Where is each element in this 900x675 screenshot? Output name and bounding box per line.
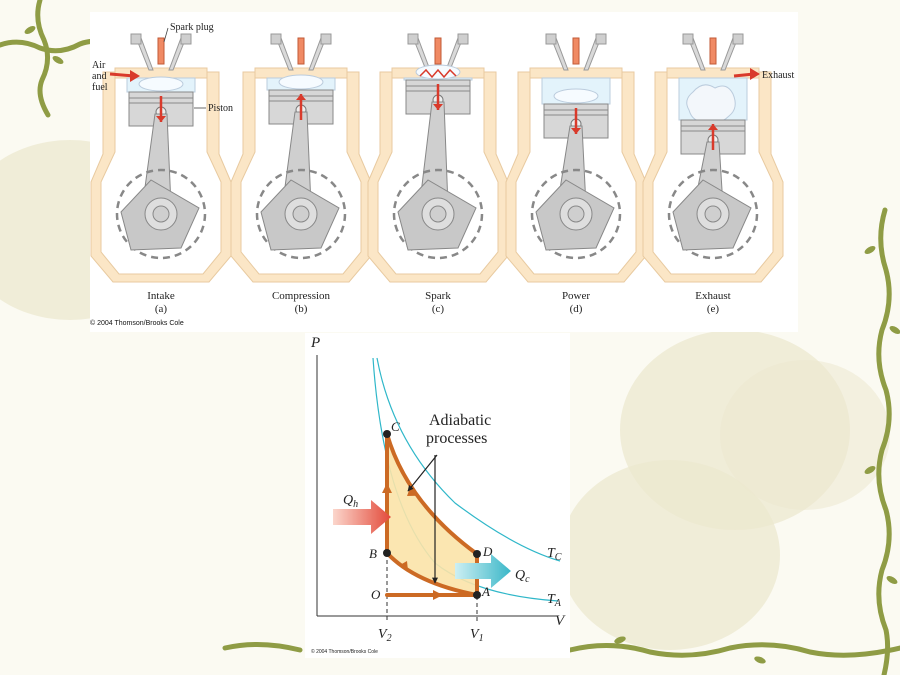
pv-copyright: © 2004 Thomson/Brooks Cole bbox=[311, 648, 378, 655]
adiabatic-label-line-1: Adiabatic bbox=[429, 412, 491, 429]
crankshaft-axle bbox=[152, 205, 170, 223]
annotation-arrow bbox=[407, 454, 438, 492]
valve-spring bbox=[180, 33, 192, 45]
engine-copyright: © 2004 Thomson/Brooks Cole bbox=[90, 320, 184, 327]
point-a-marker bbox=[473, 591, 481, 599]
heat-in-arrow bbox=[333, 500, 391, 534]
spark-plug bbox=[709, 37, 717, 65]
pv-diagram: P V C D B O A Adiabatic processes Qh Qc … bbox=[310, 335, 566, 655]
engine-stage-compression bbox=[230, 33, 372, 283]
air-fuel-label-line: Air bbox=[92, 60, 106, 71]
crankshaft-axle bbox=[567, 205, 585, 223]
air-fuel-label: Air and fuel bbox=[92, 60, 108, 93]
engine-stage-power bbox=[505, 33, 647, 283]
spark-plug-leader bbox=[163, 27, 169, 43]
qh-label: Qh bbox=[343, 493, 358, 510]
point-c-label: C bbox=[391, 419, 400, 434]
fuel-mixture bbox=[278, 74, 324, 90]
engine-stage-intake bbox=[90, 33, 232, 283]
fuel-mixture bbox=[138, 76, 184, 92]
crank-rotation-path bbox=[392, 168, 484, 260]
air-fuel-label-line: and bbox=[92, 71, 107, 82]
piston-motion-arrowhead bbox=[296, 94, 306, 100]
engine-illustrations bbox=[90, 27, 784, 283]
adiabatic-label-line-2: processes bbox=[426, 430, 487, 447]
v-axis-label: V bbox=[555, 613, 566, 629]
point-o-label: O bbox=[371, 587, 381, 602]
tc-label: TC bbox=[547, 546, 562, 563]
spark-plug bbox=[297, 37, 305, 65]
crank-rotation-path bbox=[530, 168, 622, 260]
fuel-mixture bbox=[415, 64, 461, 80]
piston-motion-arrowhead bbox=[433, 104, 443, 110]
valve-spring bbox=[545, 33, 557, 45]
engine-cycle-figure: Spark plug Air and fuel Piston Exhaust I… bbox=[90, 12, 798, 332]
cylinder-head bbox=[666, 67, 760, 79]
valve-spring bbox=[270, 33, 282, 45]
v2-label: V2 bbox=[378, 627, 392, 644]
engine-stage-exhaust bbox=[642, 33, 784, 283]
valve-spring bbox=[595, 33, 607, 45]
point-c-marker bbox=[383, 430, 391, 438]
qc-label: Qc bbox=[515, 568, 530, 585]
background-leaf bbox=[720, 360, 890, 510]
stage-caption-intake: Intake(a) bbox=[147, 290, 175, 315]
v1-label: V1 bbox=[470, 627, 484, 644]
spark-plug-label: Spark plug bbox=[170, 22, 214, 33]
piston-motion-arrowhead bbox=[156, 116, 166, 122]
valve-spring bbox=[732, 33, 744, 45]
cylinder-head bbox=[529, 67, 623, 79]
crankshaft-axle bbox=[704, 205, 722, 223]
crank-rotation-path bbox=[255, 168, 347, 260]
valve-spring bbox=[320, 33, 332, 45]
stage-caption-exhaust: Exhaust(e) bbox=[695, 290, 731, 315]
fuel-mixture bbox=[553, 88, 599, 104]
spark-plug bbox=[434, 37, 442, 65]
engine-stage-spark bbox=[367, 33, 509, 283]
cycle-points bbox=[383, 430, 481, 599]
spark-icon bbox=[419, 68, 457, 79]
valve-spring bbox=[407, 33, 419, 45]
p-axis-label: P bbox=[310, 335, 320, 351]
spark-plug bbox=[572, 37, 580, 65]
point-b-label: B bbox=[369, 546, 377, 561]
piston-motion-arrowhead bbox=[571, 128, 581, 134]
intake-arrowhead bbox=[130, 70, 140, 82]
piston-motion-arrowhead bbox=[708, 124, 718, 130]
pv-diagram-figure: P V C D B O A Adiabatic processes Qh Qc … bbox=[305, 333, 570, 658]
exhaust-label: Exhaust bbox=[762, 70, 795, 81]
piston-label: Piston bbox=[208, 103, 234, 114]
stage-caption-power: Power(d) bbox=[561, 290, 591, 315]
valve-spring bbox=[682, 33, 694, 45]
ta-label: TA bbox=[547, 592, 562, 609]
point-d-marker bbox=[473, 550, 481, 558]
otto-cycle bbox=[385, 432, 479, 597]
valve-spring bbox=[130, 33, 142, 45]
stage-caption-spark: Spark(c) bbox=[425, 290, 451, 315]
crank-rotation-path bbox=[115, 168, 207, 260]
air-fuel-label-line: fuel bbox=[92, 82, 108, 93]
background-leaf bbox=[560, 460, 780, 650]
point-a-label: A bbox=[481, 584, 490, 599]
heat-out-arrow bbox=[455, 554, 511, 588]
stage-caption-compression: Compression(b) bbox=[271, 290, 331, 315]
crank-rotation-path bbox=[667, 168, 759, 260]
point-d-label: D bbox=[482, 544, 493, 559]
point-b-marker bbox=[383, 549, 391, 557]
valve-spring bbox=[457, 33, 469, 45]
crankshaft-axle bbox=[429, 205, 447, 223]
exhaust-gas bbox=[686, 84, 736, 123]
spark-plug bbox=[157, 37, 165, 65]
isotherm-tc bbox=[376, 357, 561, 562]
crankshaft-axle bbox=[292, 205, 310, 223]
exhaust-arrowhead bbox=[750, 68, 760, 80]
